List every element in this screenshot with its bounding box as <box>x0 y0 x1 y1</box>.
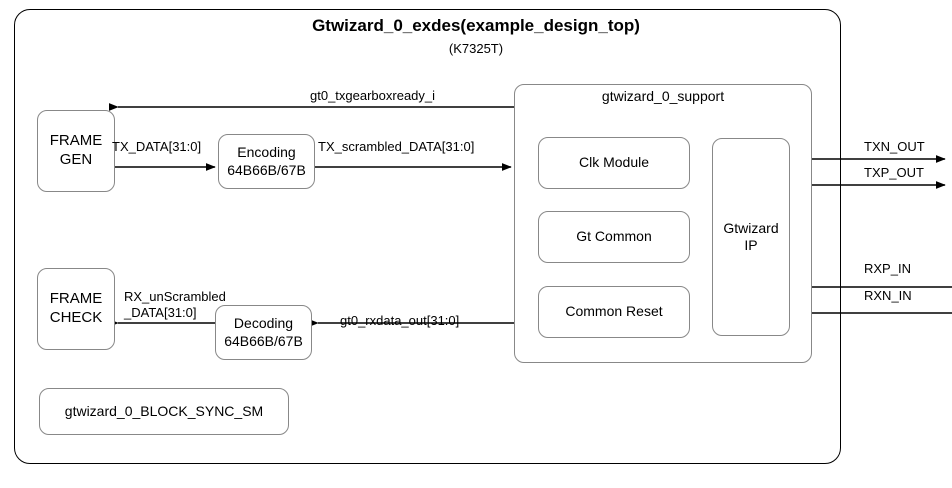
outer-design-frame <box>14 9 841 464</box>
block-gtwizard-block-sync-sm[interactable]: gtwizard_0_BLOCK_SYNC_SM <box>39 388 289 435</box>
page-subtitle: (K7325T) <box>448 41 504 56</box>
signal-label-txgearboxready: gt0_txgearboxready_i <box>310 88 436 103</box>
page-title: Gtwizard_0_exdes(example_design_top) <box>312 16 640 35</box>
signal-label-rxp-in: RXP_IN <box>864 261 911 276</box>
block-encoding[interactable]: Encoding 64B66B/67B <box>218 134 315 189</box>
signal-label-tx-scrambled: TX_scrambled_DATA[31:0] <box>318 139 475 154</box>
signal-label-txn-out: TXN_OUT <box>864 139 925 154</box>
block-decoding[interactable]: Decoding 64B66B/67B <box>215 305 312 360</box>
signal-label-rxn-in: RXN_IN <box>864 288 912 303</box>
block-common-reset[interactable]: Common Reset <box>538 286 690 338</box>
block-frame-gen[interactable]: FRAME GEN <box>37 110 115 192</box>
signal-label-rxdata-out: gt0_rxdata_out[31:0] <box>340 313 460 328</box>
block-gtwizard-ip[interactable]: Gtwizard IP <box>712 138 790 336</box>
block-frame-check[interactable]: FRAME CHECK <box>37 268 115 350</box>
block-gt-common[interactable]: Gt Common <box>538 211 690 263</box>
gtwizard-support-title: gtwizard_0_support <box>601 88 725 104</box>
signal-label-txp-out: TXP_OUT <box>864 165 924 180</box>
block-clk-module[interactable]: Clk Module <box>538 137 690 189</box>
signal-label-rx-unscrambled: RX_unScrambled _DATA[31:0] <box>124 289 226 320</box>
signal-label-tx-data: TX_DATA[31:0] <box>112 139 202 154</box>
